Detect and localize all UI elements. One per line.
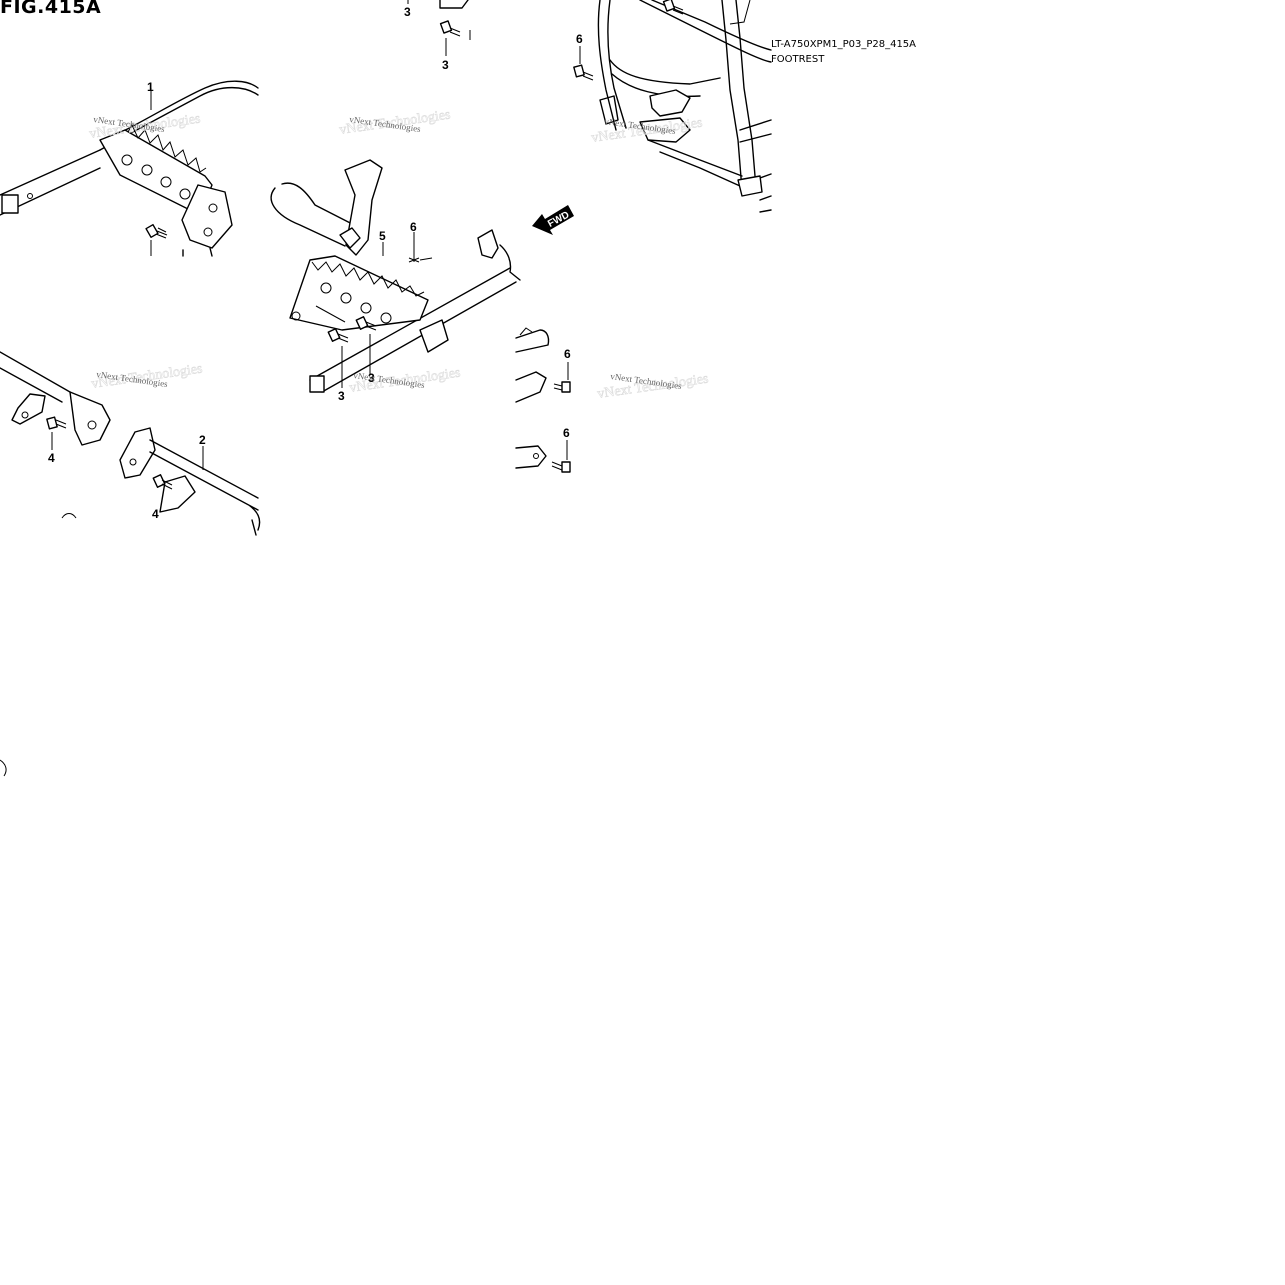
- bolt: [553, 381, 571, 393]
- callout-3c: 3: [338, 389, 345, 403]
- bolt: [46, 416, 67, 430]
- figure-title: FIG.415A: [0, 0, 102, 18]
- diagram-code: LT-A750XPM1_P03_P28_415A: [771, 39, 917, 50]
- callout-3a: 3: [404, 5, 411, 19]
- callout-1: 1: [147, 80, 154, 94]
- callout-6c: 6: [563, 426, 570, 440]
- diagram-name: FOOTREST: [771, 54, 825, 65]
- fwd-label: FWD: [546, 210, 571, 230]
- callout-2: 2: [199, 433, 206, 447]
- bolt: [662, 0, 684, 15]
- bolt: [551, 461, 571, 473]
- footrest-left-assembly: 1: [0, 80, 259, 257]
- callout-4a: 4: [48, 451, 55, 465]
- bolt: [355, 316, 377, 331]
- footrest-lower-bracket-assembly: 4 2 4: [0, 351, 261, 777]
- bolt: [439, 20, 461, 37]
- forward-direction-arrow: FWD: [532, 205, 574, 235]
- top-bolts: 3 3: [404, 0, 471, 72]
- bolt: [327, 328, 349, 343]
- bolt: [573, 64, 594, 81]
- footrest-center-assembly: 5 6 3 3: [270, 159, 521, 403]
- diagram-reference: LT-A750XPM1_P03_P28_415A FOOTREST: [771, 37, 916, 67]
- callout-5: 5: [379, 229, 386, 243]
- callout-3d: 3: [368, 371, 375, 385]
- callout-6b: 6: [564, 347, 571, 361]
- callout-4b: 4: [152, 507, 159, 521]
- bolt: [145, 223, 168, 239]
- callout-6a: 6: [410, 220, 417, 234]
- bracket-bolt-details: 6 6: [515, 327, 571, 473]
- bolt: [152, 474, 173, 490]
- frame-detail-inset: 6: [573, 0, 772, 213]
- callout-6d: 6: [576, 32, 583, 46]
- callout-3b: 3: [442, 58, 449, 72]
